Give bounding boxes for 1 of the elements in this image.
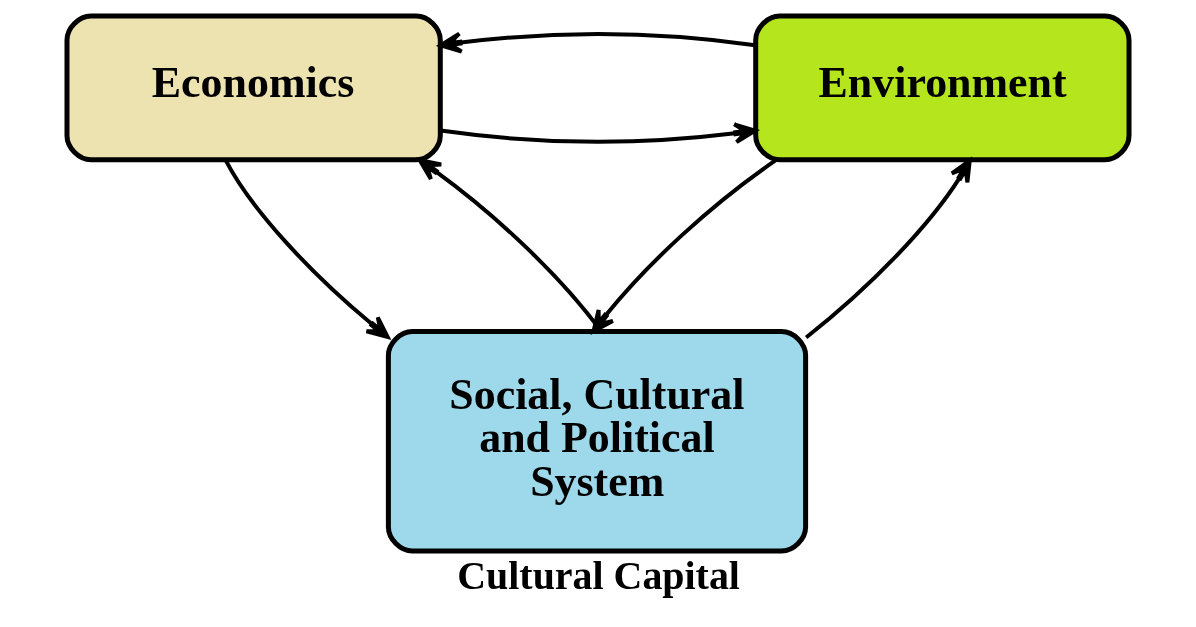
caption: Cultural Capital [457, 552, 740, 598]
